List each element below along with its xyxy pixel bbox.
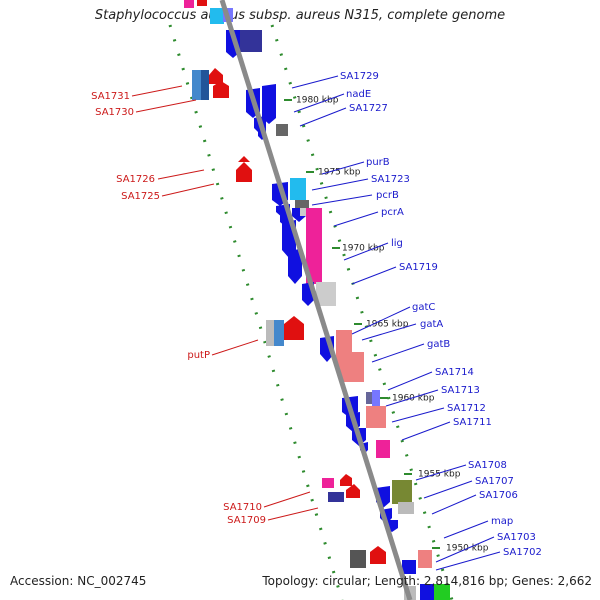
gene-label-sa1708[interactable]: SA1708 (415, 460, 507, 481)
gene-label-sa1725[interactable]: SA1725 (121, 183, 215, 202)
gene-label-sa1727[interactable]: SA1727 (299, 103, 388, 127)
gene-label-purb[interactable]: purB (321, 157, 390, 175)
svg-text:pcrA: pcrA (381, 207, 404, 218)
gene-group-sa1731-sa1730 (192, 68, 229, 100)
gene-label-lig[interactable]: lig (343, 238, 403, 261)
svg-text:gatA: gatA (420, 319, 443, 330)
svg-text:1975 kbp: 1975 kbp (318, 168, 361, 178)
svg-text:SA1719: SA1719 (399, 262, 438, 273)
gene-label-sa1703[interactable]: SA1703 (435, 532, 536, 563)
kbp-marker: 1960 kbp (380, 394, 435, 404)
gene-label-sa1726[interactable]: SA1726 (116, 169, 205, 185)
accession-text: Accession: NC_002745 (10, 574, 147, 588)
svg-text:SA1710: SA1710 (223, 502, 262, 513)
gene-label-gatb[interactable]: gatB (371, 339, 450, 363)
gene-label-sa1706[interactable]: SA1706 (431, 490, 518, 515)
gene-label-map[interactable]: map (443, 516, 513, 539)
svg-text:gatC: gatC (412, 302, 435, 313)
gene-label-sa1731[interactable]: SA1731 (91, 85, 183, 102)
gene-label-gatc[interactable]: gatC (351, 302, 435, 335)
svg-text:1965 kbp: 1965 kbp (366, 320, 409, 330)
svg-text:1960 kbp: 1960 kbp (392, 394, 435, 404)
kbp-marker: 1975 kbp (306, 168, 361, 178)
svg-text:SA1712: SA1712 (447, 403, 486, 414)
gene-label-sa1713[interactable]: SA1713 (385, 385, 480, 407)
svg-text:purB: purB (366, 157, 390, 168)
gene-label-sa1702[interactable]: SA1702 (435, 547, 542, 571)
gene-group-sa1708-sa1702 (350, 480, 432, 574)
svg-text:SA1727: SA1727 (349, 103, 388, 114)
kbp-marker: 1980 kbp (284, 96, 339, 106)
gene-label-sa1714[interactable]: SA1714 (387, 367, 474, 391)
svg-text:SA1713: SA1713 (441, 385, 480, 396)
svg-text:SA1706: SA1706 (479, 490, 518, 501)
gene-label-putp[interactable]: putP (187, 339, 259, 361)
gene-group-sa1710-sa1709 (322, 474, 360, 502)
kbp-marker: 1970 kbp (332, 244, 385, 254)
gene-label-nade[interactable]: nadE (293, 89, 371, 113)
gene-label-sa1730[interactable]: SA1730 (95, 99, 197, 118)
svg-text:SA1723: SA1723 (371, 174, 410, 185)
left-strand-dotted-line (168, 24, 344, 600)
gene-label-sa1719[interactable]: SA1719 (351, 262, 438, 285)
gene-label-pcrb[interactable]: pcrB (311, 190, 399, 206)
gene-label-sa1710[interactable]: SA1710 (223, 491, 311, 513)
svg-text:SA1714: SA1714 (435, 367, 474, 378)
svg-text:SA1731: SA1731 (91, 91, 130, 102)
svg-text:putP: putP (187, 350, 210, 361)
svg-text:SA1726: SA1726 (116, 174, 155, 185)
gene-label-sa1711[interactable]: SA1711 (401, 417, 492, 441)
gene-label-sa1712[interactable]: SA1712 (391, 403, 486, 423)
gene-label-sa1707[interactable]: SA1707 (423, 476, 514, 499)
right-strand-dotted-line (270, 24, 454, 600)
gene-label-sa1709[interactable]: SA1709 (227, 507, 319, 526)
svg-text:SA1702: SA1702 (503, 547, 542, 558)
kbp-marker: 1955 kbp (404, 470, 461, 480)
svg-text:SA1703: SA1703 (497, 532, 536, 543)
genome-backbone (219, 0, 413, 600)
gene-group-putp (266, 316, 304, 346)
svg-text:SA1708: SA1708 (468, 460, 507, 471)
svg-text:1980 kbp: 1980 kbp (296, 96, 339, 106)
gene-group-sa1726-sa1725 (236, 156, 252, 182)
svg-text:map: map (491, 516, 513, 527)
svg-text:pcrB: pcrB (376, 190, 399, 201)
svg-text:1955 kbp: 1955 kbp (418, 470, 461, 480)
svg-text:SA1711: SA1711 (453, 417, 492, 428)
svg-text:1970 kbp: 1970 kbp (342, 244, 385, 254)
svg-text:SA1707: SA1707 (475, 476, 514, 487)
gene-label-sa1723[interactable]: SA1723 (311, 174, 410, 191)
svg-text:nadE: nadE (346, 89, 371, 100)
gene-label-pcra[interactable]: pcrA (333, 207, 404, 227)
svg-text:SA1725: SA1725 (121, 191, 160, 202)
svg-text:SA1729: SA1729 (340, 71, 379, 82)
kbp-marker: 1965 kbp (354, 320, 409, 330)
genome-summary-text: Topology: circular; Length: 2,814,816 bp… (262, 574, 592, 588)
gene-label-gata[interactable]: gatA (361, 319, 443, 341)
gene-group-gatc-gatb (320, 330, 364, 382)
genome-title: Staphylococcus aureus subsp. aureus N315… (94, 8, 506, 23)
svg-text:gatB: gatB (427, 339, 450, 350)
svg-text:SA1709: SA1709 (227, 515, 266, 526)
gene-label-sa1729[interactable]: SA1729 (291, 71, 379, 89)
svg-text:SA1730: SA1730 (95, 107, 134, 118)
svg-text:lig: lig (391, 238, 403, 249)
